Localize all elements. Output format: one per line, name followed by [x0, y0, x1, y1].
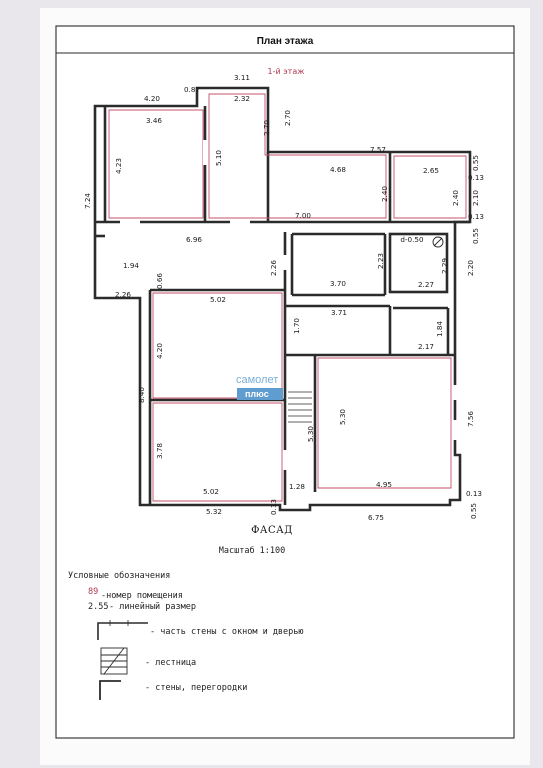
dimension-label: 0.55	[471, 155, 480, 171]
dimension-label: 2.40	[451, 190, 460, 206]
dimension-label: 6.75	[368, 513, 384, 522]
dimension-label: 0.55	[471, 228, 480, 244]
dimension-label: 3.70	[330, 279, 346, 288]
dimension-label: 5.02	[210, 295, 226, 304]
dimension-label: 0.13	[468, 173, 484, 182]
legend-dimension-symbol: 2.55	[88, 602, 108, 612]
legend-room-number-symbol: 89	[88, 587, 98, 597]
dimension-label: 3.46	[146, 116, 162, 125]
dimension-label: 2.65	[423, 166, 439, 175]
dimension-label: 2.26	[115, 290, 131, 299]
watermark-line1: самолет	[236, 374, 278, 386]
dimension-label: 1.28	[289, 482, 305, 491]
dimension-label: 3.71	[331, 308, 347, 317]
stairs	[288, 391, 312, 423]
legend-wall-window-text: - часть стены с окном и дверью	[150, 627, 304, 637]
dimension-label: d-0.50	[400, 235, 424, 244]
dimension-label: 3.11	[234, 73, 250, 82]
facade-label: ФАСАД	[251, 525, 293, 536]
dimension-label: 7.56	[466, 411, 475, 427]
room-bath	[388, 232, 449, 294]
dimension-label: 7.57	[370, 145, 386, 154]
dimension-label: 1.70	[292, 318, 301, 334]
dimension-label: 5.30	[338, 409, 347, 425]
dimension-label: 2.27	[418, 280, 434, 289]
walls	[93, 86, 472, 512]
dimension-label: 2.70	[283, 110, 292, 126]
dimension-label: 4.20	[155, 343, 164, 359]
watermark: самолет плюс	[236, 374, 283, 400]
openings	[120, 140, 457, 470]
legend-walls-text: - стены, перегородки	[145, 683, 247, 693]
legend-stairs-icon	[100, 647, 128, 675]
dimension-label: 1.94	[123, 261, 139, 270]
dimension-label: 2.29	[440, 258, 449, 274]
dimension-label: 0.13	[269, 499, 278, 515]
dimension-label: 6.96	[186, 235, 202, 244]
page-title: План этажа	[257, 36, 314, 47]
floor-label: 1-й этаж	[268, 67, 305, 76]
legend-wall-window-icon	[97, 620, 148, 640]
drain-icon-slash	[433, 237, 443, 247]
dimension-label: 5.30	[306, 426, 315, 442]
dimension-label: 3.78	[155, 443, 164, 459]
dimension-label: 0.66	[155, 273, 164, 289]
dimension-label: 2.70	[262, 120, 271, 136]
dimension-label: 2.10	[471, 190, 480, 206]
watermark-line2: плюс	[245, 389, 269, 399]
scale-label: Масштаб 1:100	[219, 545, 286, 556]
dimension-label: 5.10	[214, 150, 223, 166]
legend-walls-icon	[99, 680, 121, 700]
legend-title: Условные обозначения	[68, 570, 170, 581]
dimension-label: 0.13	[466, 489, 482, 498]
drain-icon	[432, 236, 444, 248]
outer-wall	[93, 86, 472, 512]
dimension-label: 2.23	[376, 253, 385, 269]
dimension-label: 8.40	[137, 387, 146, 403]
room-3-outline	[393, 155, 467, 219]
dimension-label: 2.20	[466, 260, 475, 276]
legend-dimension-text: - линейный размер	[109, 602, 196, 612]
legend-stairs-text: - лестница	[145, 658, 196, 668]
dimension-label: 1.84	[435, 321, 444, 337]
dimension-label: 4.68	[330, 165, 346, 174]
dimension-label: 2.40	[380, 186, 389, 202]
dimension-label: 4.23	[114, 158, 123, 174]
legend: Условные обозначения 89 -номер помещения…	[68, 570, 304, 700]
room-1-outline	[108, 109, 204, 219]
watermark-badge	[237, 388, 283, 400]
room-2-outline	[208, 93, 387, 219]
dimension-label: 7.00	[295, 211, 311, 220]
dimension-label: 0.87	[184, 85, 200, 94]
legend-room-number-text: -номер помещения	[101, 591, 183, 601]
dimension-label: 2.17	[418, 342, 434, 351]
dimension-label: 0.13	[468, 212, 484, 221]
dimension-label: 2.26	[269, 260, 278, 276]
dimension-label: 4.20	[144, 94, 160, 103]
dimension-label: 5.32	[206, 507, 222, 516]
dimension-label: 0.55	[469, 503, 478, 519]
dimension-label: 7.24	[83, 193, 92, 209]
room-6-outline	[317, 357, 452, 489]
dimension-label: 5.02	[203, 487, 219, 496]
dimension-label: 2.32	[234, 94, 250, 103]
dimension-labels: 3.11 4.20 0.87 2.32 3.46 2.70 2.70 5.10 4.23 7.57…	[83, 73, 484, 522]
room-5-outline	[152, 402, 283, 502]
dimension-label: 4.95	[376, 480, 392, 489]
room-outlines	[108, 93, 467, 502]
